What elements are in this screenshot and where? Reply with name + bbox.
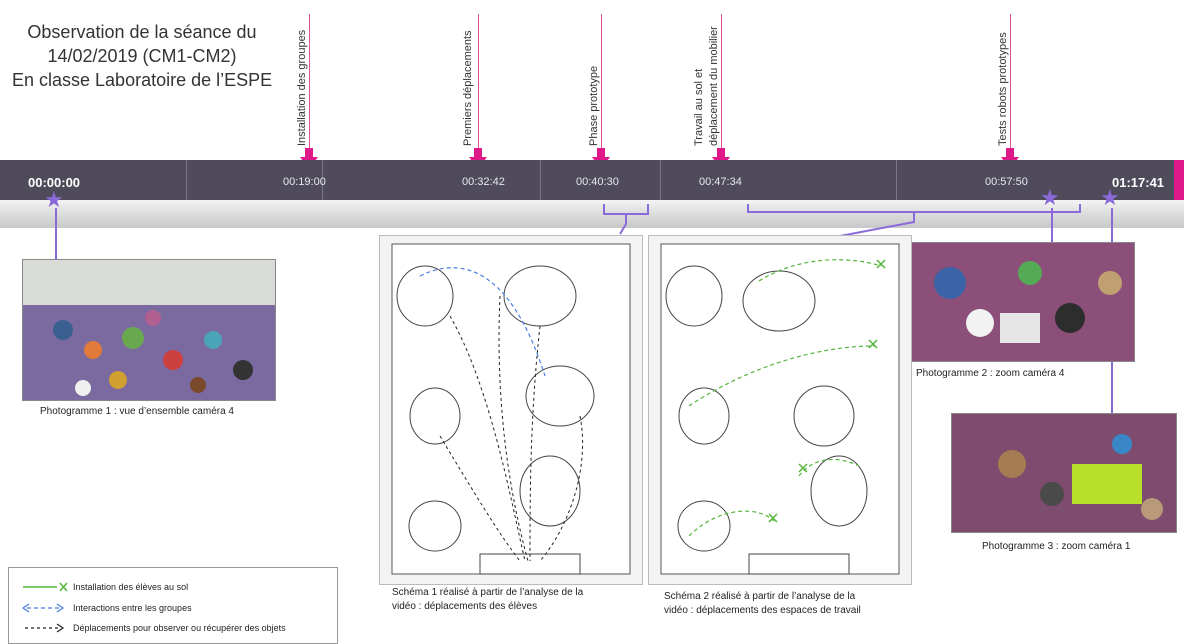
timeline-mark-4: 00:47:34 [699,176,742,188]
phase-arrow-stem-4 [717,148,725,158]
schema-1-caption-line-1: Schéma 1 réalisé à partir de l’analyse d… [392,587,584,598]
phase-label-4b: déplacement du mobilier [708,26,720,146]
zoom-camera-4-image [910,243,1134,361]
phase-label-1: Installation des groupes [296,29,308,146]
timeline-divider [660,160,661,200]
photo-3-caption: Photogramme 3 : zoom caméra 1 [982,541,1131,552]
phase-label-4a: Travail au sol et [693,68,705,146]
classroom-overview-image [23,260,275,400]
title-line-2: 14/02/2019 (CM1-CM2) [47,46,237,66]
legend-label-green: Installation des élèves au sol [73,582,189,592]
timeline-shadow [0,200,1184,228]
schema-1-drawing [391,243,631,575]
timeline-start: 00:00:00 [28,175,81,190]
timeline-divider [322,160,323,200]
timeline-mark-1: 00:19:00 [283,176,326,188]
star-icon: ★ [44,187,64,212]
schema-1 [379,235,643,585]
title-line-1: Observation de la séance du [27,22,257,42]
title-line-3: En classe Laboratoire de l’ESPE [12,70,273,90]
photo-2-caption: Photogramme 2 : zoom caméra 4 [916,368,1065,379]
phase-arrow-stem-3 [597,148,605,158]
legend-label-black: Déplacements pour observer ou récupérer … [73,623,286,633]
star-icon: ★ [1040,185,1060,210]
phase-label-5: Tests robots prototypes [997,32,1009,146]
timeline-bar [0,160,1176,200]
phase-line-4 [721,14,722,148]
legend: Installation des élèves au sol Interacti… [8,567,338,644]
star-icon: ★ [1100,185,1120,210]
schema-1-caption: Schéma 1 réalisé à partir de l’analyse d… [392,586,642,614]
connector-line [55,208,57,260]
phase-label-3: Phase prototype [588,65,600,146]
photo-1-caption: Photogramme 1 : vue d’ensemble caméra 4 [40,406,234,417]
bracket-connectors [603,204,1081,237]
connector-line [1051,208,1053,243]
schema-2 [648,235,912,585]
timeline-mark-5: 00:57:50 [985,176,1028,188]
phase-label-2: Premiers déplacements [462,30,474,146]
phase-arrow-stem-2 [474,148,482,158]
legend-label-blue: Interactions entre les groupes [73,603,192,613]
timeline-end: 01:17:41 [1112,175,1165,190]
zoom-camera-1-image [952,414,1176,532]
timeline-divider [896,160,897,200]
green-arrow-icon [23,582,68,592]
photogramme-3 [951,413,1177,533]
timeline-divider [186,160,187,200]
schema-2-caption: Schéma 2 réalisé à partir de l’analyse d… [664,590,914,618]
timeline-mark-2: 00:32:42 [462,176,505,188]
phase-line-2 [478,14,479,148]
phase-line-3 [601,14,602,148]
photogramme-1 [22,259,276,401]
phase-line-5 [1010,14,1011,148]
page-title: Observation de la séance du 14/02/2019 (… [12,20,272,92]
blue-dashed-arrow-icon [21,603,65,613]
phase-arrow-stem-5 [1006,148,1014,158]
black-dashed-arrow-icon [25,623,65,633]
photogramme-2 [909,242,1135,362]
timeline-end-marker [1174,160,1184,200]
schema-1-caption-line-2: vidéo : déplacements des élèves [392,601,538,612]
schema-2-caption-line-1: Schéma 2 réalisé à partir de l’analyse d… [664,591,856,602]
schema-2-drawing [660,243,900,575]
timeline-mark-3: 00:40:30 [576,176,619,188]
phase-arrow-stem-1 [305,148,313,158]
timeline-divider [540,160,541,200]
phase-line-1 [309,14,310,148]
schema-2-caption-line-2: vidéo : déplacements des espaces de trav… [664,605,861,616]
